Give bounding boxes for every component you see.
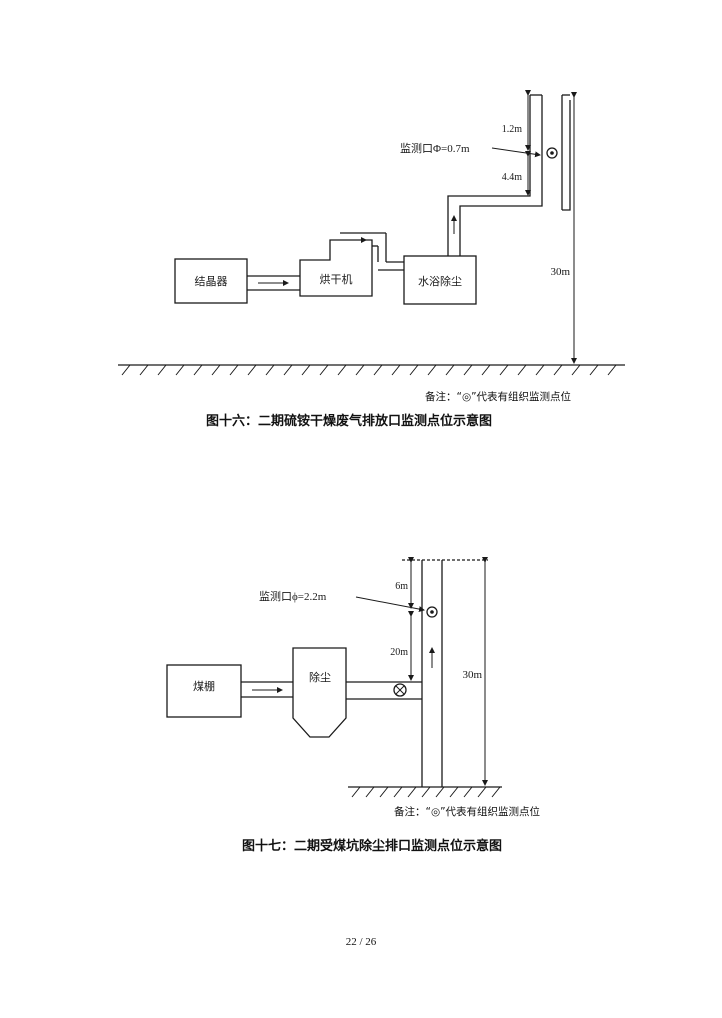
- fig16-dim-total: 30m: [550, 266, 570, 278]
- fig17-note: 备注：“◎”代表有组织监测点位: [394, 805, 541, 818]
- fig17-ground: [348, 786, 502, 798]
- figure-17: 煤棚 除尘 6m 20m 监测口ϕ=2.2m 30m: [166, 557, 541, 854]
- fig17-dim-top: 6m: [395, 581, 408, 592]
- fig16-dim-top: 1.2m: [502, 124, 523, 135]
- fig16-port-label: 监测口Φ=0.7m: [400, 142, 470, 155]
- fig16-monitoring-port-icon: [546, 147, 558, 159]
- fig17-dim-total: 30m: [462, 669, 482, 681]
- fig17-caption: 图十七：二期受煤坑除尘排口监测点位示意图: [242, 838, 502, 854]
- figure-16: 结晶器 烘干机 水浴除尘 1.2m: [118, 90, 625, 429]
- fig17-monitoring-port-icon: [426, 606, 438, 618]
- dryer-label: 烘干机: [320, 272, 353, 286]
- fig17-port-label: 监测口ϕ=2.2m: [259, 590, 327, 603]
- dust-removal-box: [292, 647, 347, 738]
- dryer-box: [299, 239, 373, 297]
- dust-removal-label: 除尘: [309, 670, 331, 684]
- fig16-dim-mid: 4.4m: [502, 172, 523, 183]
- coal-shed-box: [166, 664, 242, 718]
- crystallizer-label: 结晶器: [195, 275, 228, 288]
- coal-shed-label: 煤棚: [193, 679, 215, 693]
- water-bath-label: 水浴除尘: [418, 274, 462, 288]
- fig17-dim-mid: 20m: [390, 647, 408, 658]
- water-bath-box: [403, 255, 477, 305]
- fig16-caption: 图十六：二期硫铵干燥废气排放口监测点位示意图: [206, 413, 492, 429]
- crystallizer-box: [174, 258, 248, 304]
- fig16-note: 备注：“◎”代表有组织监测点位: [425, 390, 572, 403]
- damper-valve-icon: [393, 683, 407, 697]
- fig16-ground: [118, 364, 625, 376]
- fig16-duct-inner: [459, 180, 543, 256]
- page-number: 22 / 26: [346, 936, 377, 948]
